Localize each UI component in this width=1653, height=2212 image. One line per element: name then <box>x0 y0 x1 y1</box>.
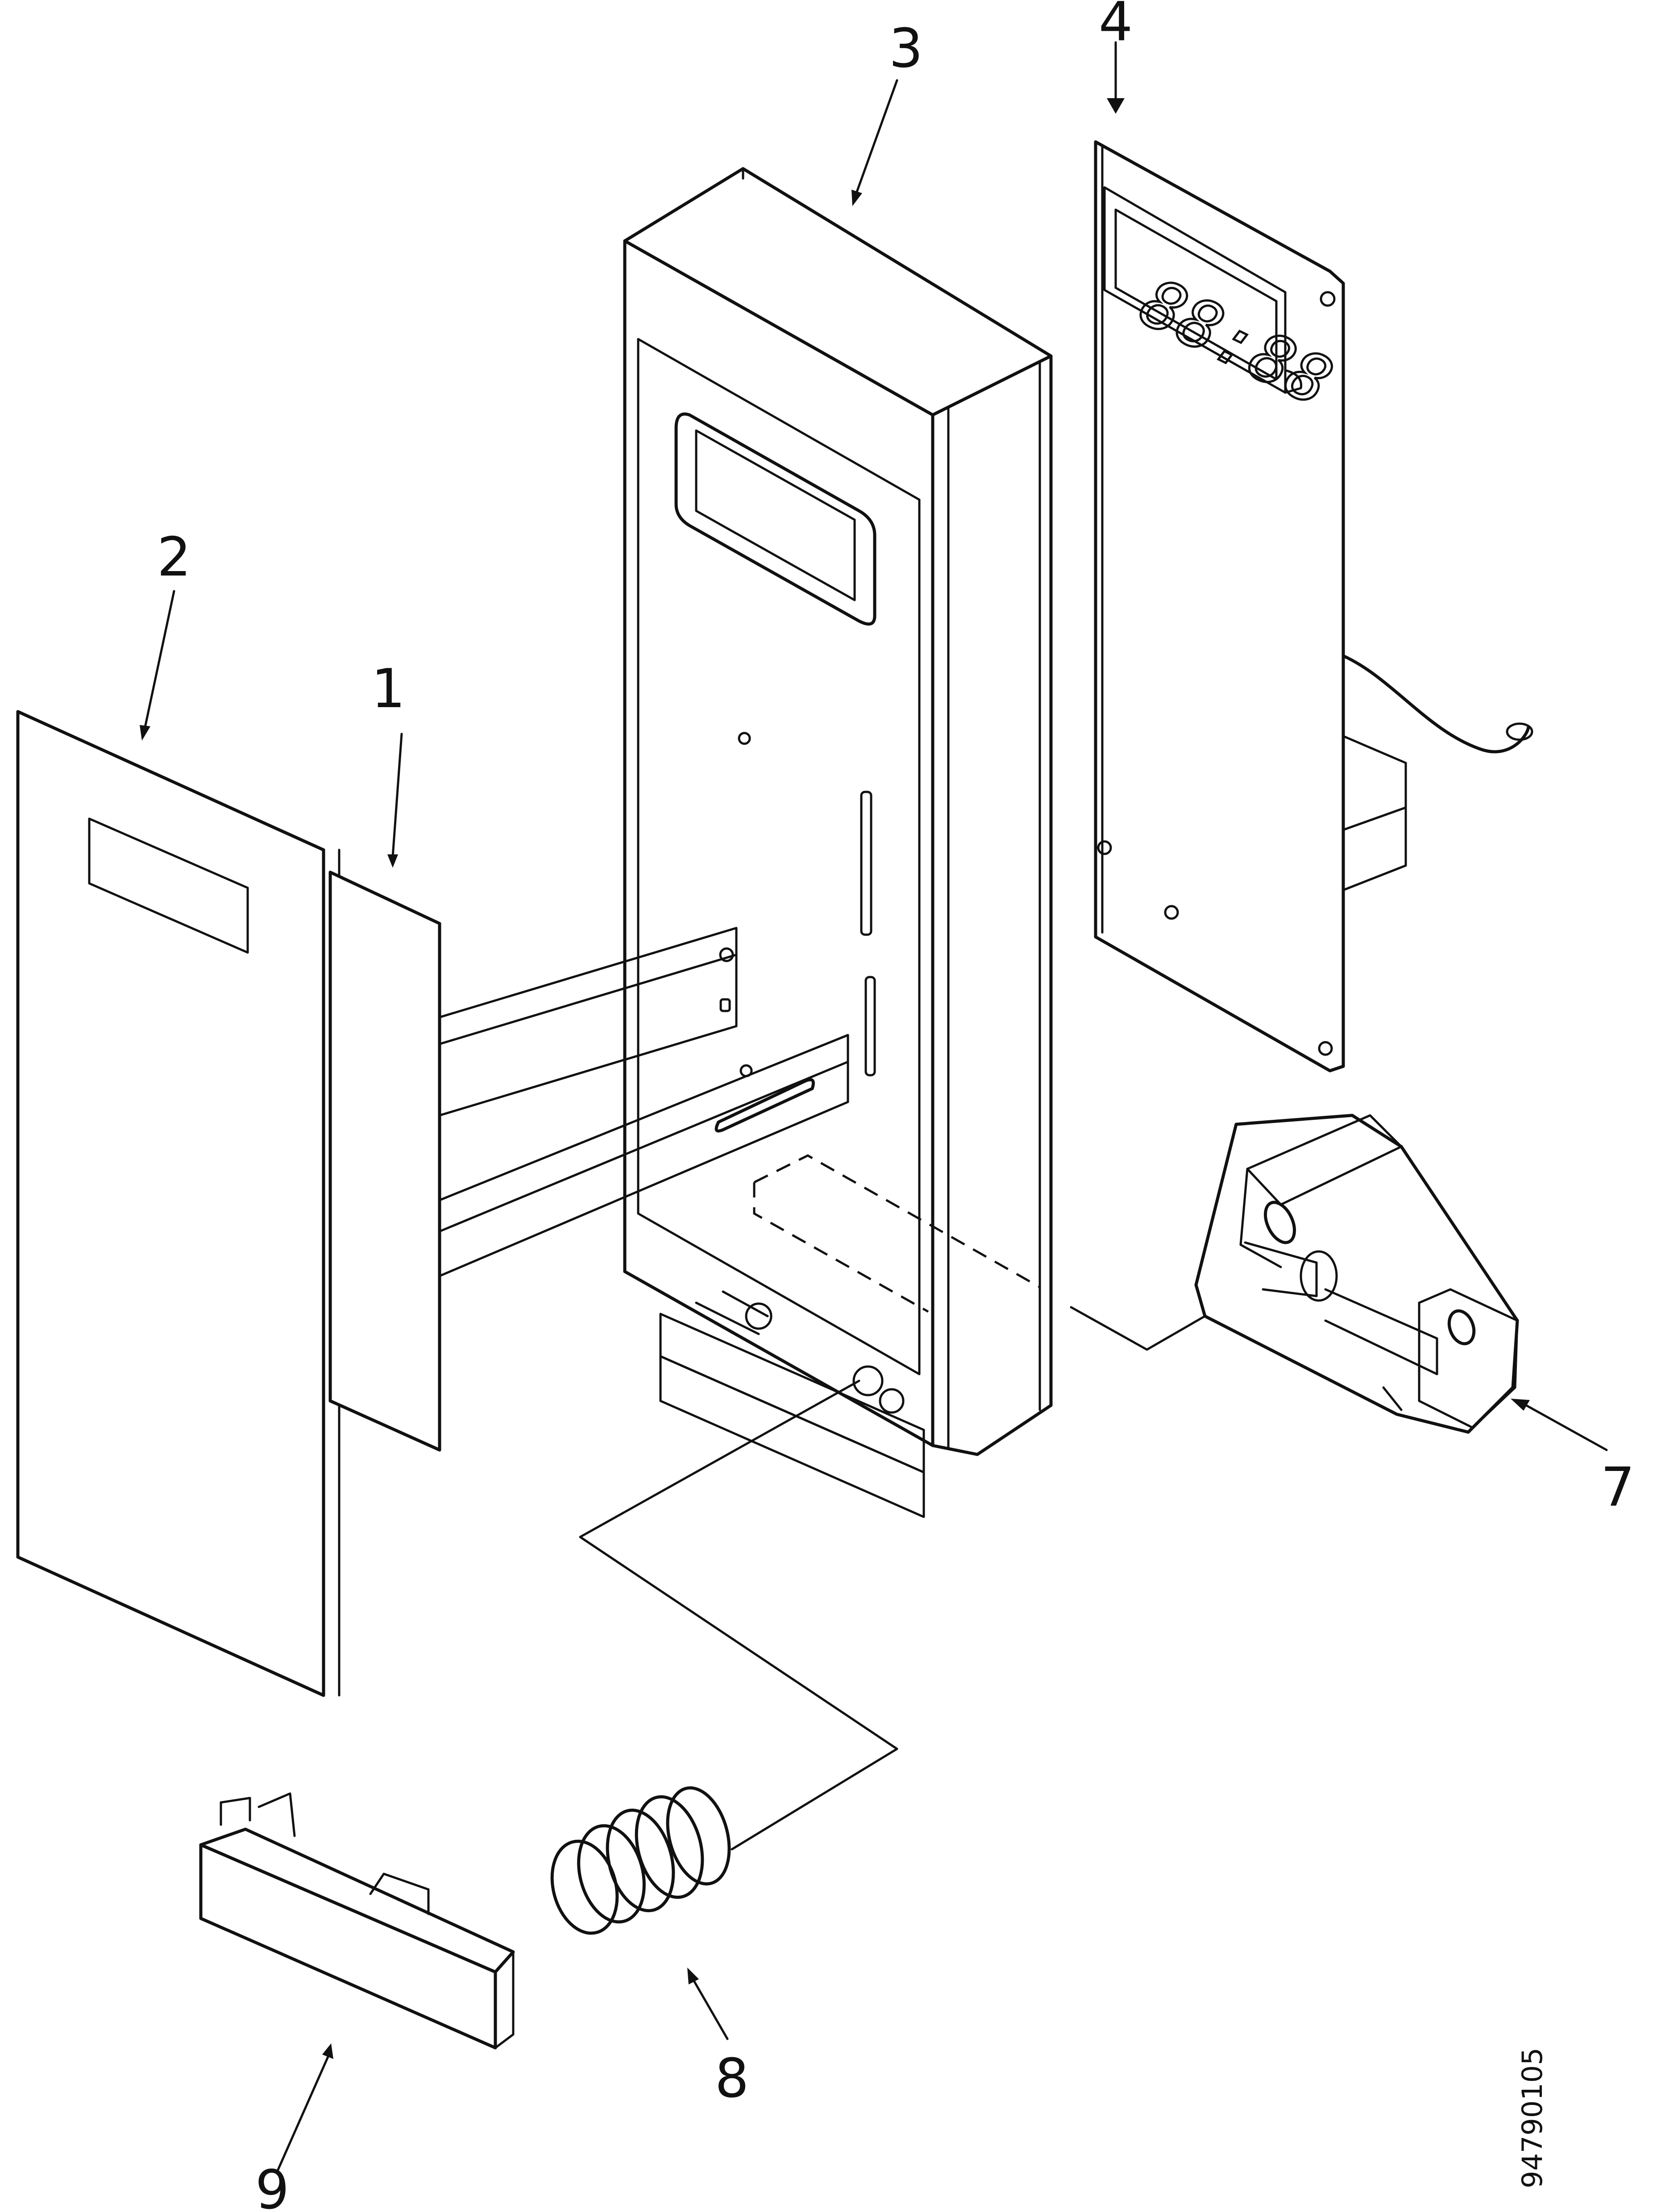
part-9-release-button <box>199 1792 515 2050</box>
callout-9: 9 <box>255 2159 289 2212</box>
callout-1: 1 <box>371 658 405 720</box>
callout-3: 3 <box>889 18 923 80</box>
callout-7: 7 <box>1601 1457 1635 1519</box>
document-id: 94790105 <box>1516 2047 1549 2188</box>
part-8-spring <box>550 1379 898 1935</box>
callout-8: 8 <box>715 2048 749 2110</box>
part-4-control-board: 88:88 <box>1094 140 1533 1073</box>
part-1-membrane <box>328 870 441 1452</box>
leader-arrows <box>140 41 1608 2174</box>
part-7-latch-assembly <box>1070 1114 1519 1434</box>
callout-2: 2 <box>157 526 191 588</box>
part-3-control-frame <box>438 167 1053 1518</box>
callout-labels: 1 2 3 4 7 8 9 <box>157 0 1635 2212</box>
part-2-front-panel <box>16 710 341 1697</box>
callout-4: 4 <box>1099 0 1133 53</box>
